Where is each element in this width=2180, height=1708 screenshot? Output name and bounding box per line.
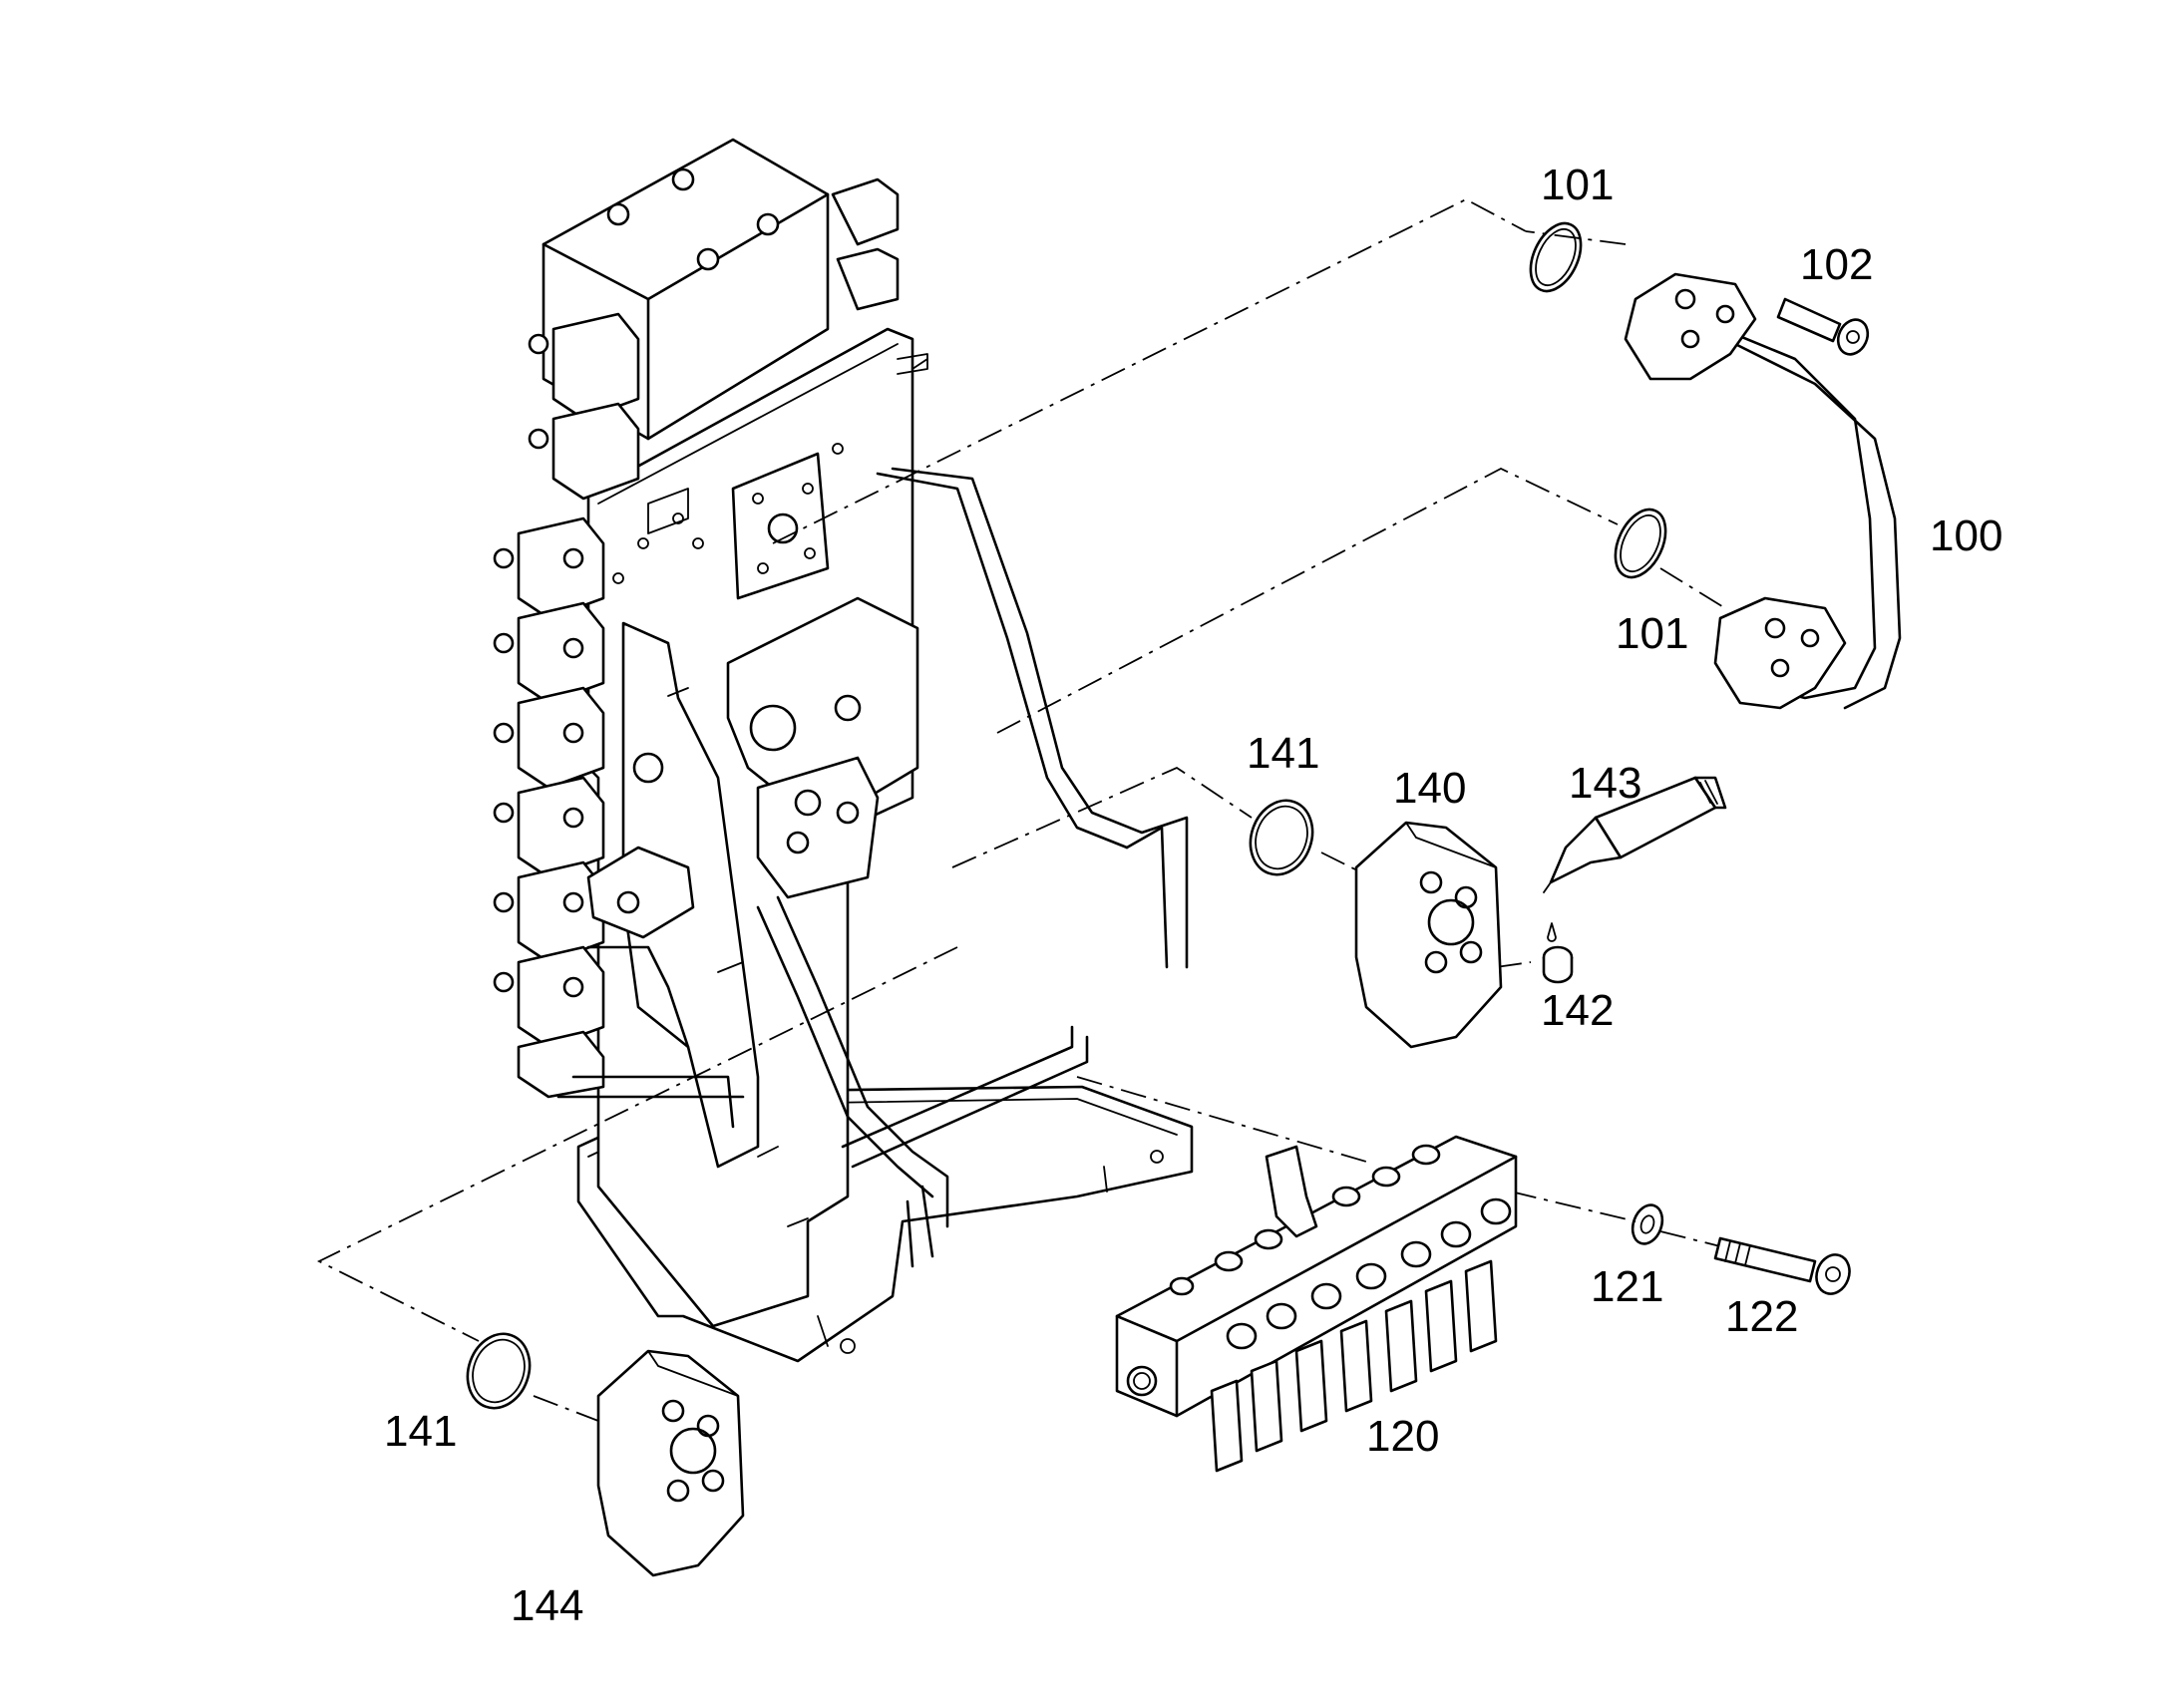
label-120: 120 xyxy=(1366,1412,1439,1461)
assembly-lines xyxy=(316,197,1726,1422)
front-bracket xyxy=(586,621,760,1169)
sealant-tube-143 xyxy=(1543,776,1727,893)
part-labels: 100 101 101 102 120 121 122 140 141 141 … xyxy=(384,161,2002,1630)
center-valve-block xyxy=(726,452,919,899)
manifold-120 xyxy=(1115,1135,1518,1473)
label-141-right: 141 xyxy=(1247,729,1319,778)
label-121: 121 xyxy=(1591,1262,1663,1311)
label-142: 142 xyxy=(1541,986,1614,1035)
label-143: 143 xyxy=(1569,759,1641,808)
washer-121 xyxy=(1631,1203,1664,1245)
bolt-102 xyxy=(1776,297,1870,356)
label-140: 140 xyxy=(1393,764,1466,813)
label-101-top: 101 xyxy=(1541,161,1614,209)
o-ring-101-bottom xyxy=(1614,508,1667,579)
main-valve-assembly xyxy=(493,138,1194,1363)
flange-block-144 xyxy=(596,1349,745,1577)
label-101-bottom: 101 xyxy=(1616,609,1688,658)
label-100: 100 xyxy=(1930,512,2002,560)
plug-142 xyxy=(1542,922,1574,984)
hose-frame xyxy=(556,467,1189,1268)
o-ring-101-top xyxy=(1529,221,1583,293)
label-141-left: 141 xyxy=(384,1407,457,1456)
o-ring-141-left xyxy=(466,1332,532,1410)
bolt-122 xyxy=(1713,1236,1851,1295)
label-144: 144 xyxy=(511,1581,583,1630)
label-122: 122 xyxy=(1725,1292,1798,1341)
frame-bolts xyxy=(667,358,1108,1227)
solenoid-stack xyxy=(493,312,640,1099)
tube-assembly-100 xyxy=(1624,272,1902,710)
label-102: 102 xyxy=(1800,240,1873,289)
flange-block-140 xyxy=(1354,821,1503,1049)
o-ring-141-right xyxy=(1249,799,1314,876)
